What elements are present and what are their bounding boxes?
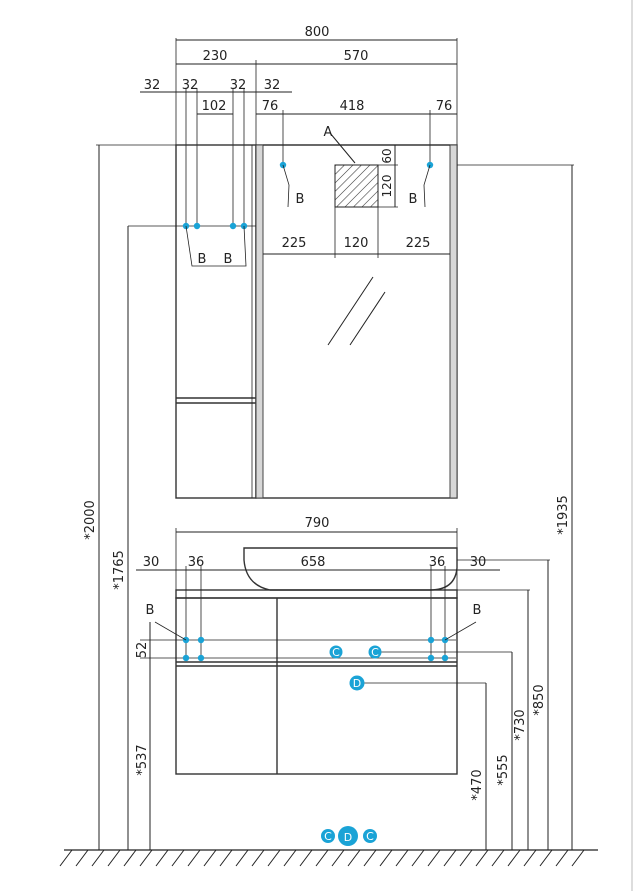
dim-102: 102: [202, 99, 227, 114]
dim-225-left: 225: [282, 236, 307, 251]
floor-hatch-mark: [411, 849, 425, 867]
dim-658: 658: [301, 555, 326, 570]
floor-hatch-mark: [171, 849, 185, 867]
floor-hatch-mark: [107, 849, 121, 867]
label-d: D: [353, 677, 361, 690]
mirror-cabinet: [255, 144, 458, 499]
dim-555: *555: [496, 754, 511, 785]
dim-120: 120: [344, 236, 369, 251]
dim-36-left: 36: [188, 555, 205, 570]
floor-hatch-mark: [507, 849, 521, 867]
floor-hatch-mark: [539, 849, 553, 867]
mirror-side-left: [255, 144, 264, 499]
dim-570: 570: [344, 49, 369, 64]
floor-label-c-right: C: [366, 830, 374, 843]
socket-a: A 60 120: [324, 125, 398, 208]
floor-hatch-mark: [475, 849, 489, 867]
floor-hatch-mark: [155, 849, 169, 867]
left-height-dims: *2000 *1765 52 *537: [83, 144, 176, 850]
dim-32-d: 32: [264, 78, 281, 93]
dim-76-left: 76: [262, 99, 279, 114]
floor-hatch-mark: [571, 849, 585, 867]
floor-hatch-mark: [427, 849, 441, 867]
label-b-mirror-right: B: [409, 192, 418, 207]
dim-537: *537: [135, 744, 150, 775]
vanity-cd-points: C C D: [329, 645, 512, 691]
floor-hatch-mark: [75, 849, 89, 867]
floor-hatching: [59, 849, 585, 867]
dim-730: *730: [513, 709, 528, 740]
label-b-mirror-left: B: [296, 192, 305, 207]
dim-30-left: 30: [143, 555, 160, 570]
floor-hatch-mark: [267, 849, 281, 867]
dim-2000: *2000: [83, 500, 98, 540]
floor-hatch-mark: [443, 849, 457, 867]
floor-hatch-mark: [331, 849, 345, 867]
dim-76-right: 76: [436, 99, 453, 114]
dim-850: *850: [532, 684, 547, 715]
vanity-b-points: B B: [140, 603, 482, 662]
floor-hatch-mark: [523, 849, 537, 867]
floor-hatch-mark: [283, 849, 297, 867]
dim-30-right: 30: [470, 555, 487, 570]
dim-225-right: 225: [406, 236, 431, 251]
floor-hatch-mark: [91, 849, 105, 867]
floor-hatch-mark: [187, 849, 201, 867]
floor-hatch-mark: [459, 849, 473, 867]
floor-hatch-mark: [139, 849, 153, 867]
vanity-cabinet: [175, 597, 458, 775]
label-c-2: C: [371, 646, 379, 659]
dim-32-b: 32: [182, 78, 199, 93]
dim-32-c: 32: [230, 78, 247, 93]
mirror-b-points: B B: [279, 161, 434, 208]
mirror-width-dims: 225 120 225: [263, 207, 450, 258]
label-a: A: [324, 125, 333, 140]
floor-hatch-mark: [379, 849, 393, 867]
floor: C D C: [59, 826, 598, 867]
floor-label-d: D: [344, 831, 352, 844]
floor-hatch-mark: [347, 849, 361, 867]
dim-230: 230: [203, 49, 228, 64]
floor-hatch-mark: [219, 849, 233, 867]
label-b-vanity-right: B: [473, 603, 482, 618]
right-height-dims: *470 *555 *730 *850 *1935: [457, 164, 574, 850]
mirror-side-right: [449, 144, 458, 499]
dim-60: 60: [380, 148, 394, 163]
dim-1935: *1935: [556, 495, 571, 535]
floor-hatch-mark: [235, 849, 249, 867]
label-c-1: C: [332, 646, 340, 659]
floor-label-c-left: C: [324, 830, 332, 843]
label-b-column-right: B: [224, 252, 233, 267]
floor-hatch-mark: [59, 849, 73, 867]
column-b-points: B B: [128, 222, 256, 267]
floor-hatch-mark: [299, 849, 313, 867]
dim-120-vertical: 120: [380, 175, 394, 198]
top-dimensions: 800 230 570 32 32 32 32 102 76 418 76: [140, 25, 458, 228]
dim-36-right: 36: [429, 555, 446, 570]
dim-418: 418: [340, 99, 365, 114]
floor-hatch-mark: [555, 849, 569, 867]
dim-790: 790: [305, 516, 330, 531]
dim-52: 52: [135, 642, 150, 659]
dim-32-a: 32: [144, 78, 161, 93]
floor-hatch-mark: [395, 849, 409, 867]
label-b-vanity-left: B: [146, 603, 155, 618]
floor-hatch-mark: [315, 849, 329, 867]
floor-hatch-mark: [251, 849, 265, 867]
dim-800: 800: [305, 25, 330, 40]
floor-hatch-mark: [203, 849, 217, 867]
floor-hatch-mark: [491, 849, 505, 867]
floor-hatch-mark: [123, 849, 137, 867]
label-b-column-left: B: [198, 252, 207, 267]
dim-470: *470: [470, 769, 485, 800]
floor-hatch-mark: [363, 849, 377, 867]
dim-1765: *1765: [112, 550, 127, 590]
basin-top: 790 30 36 658 36 30: [136, 516, 500, 660]
